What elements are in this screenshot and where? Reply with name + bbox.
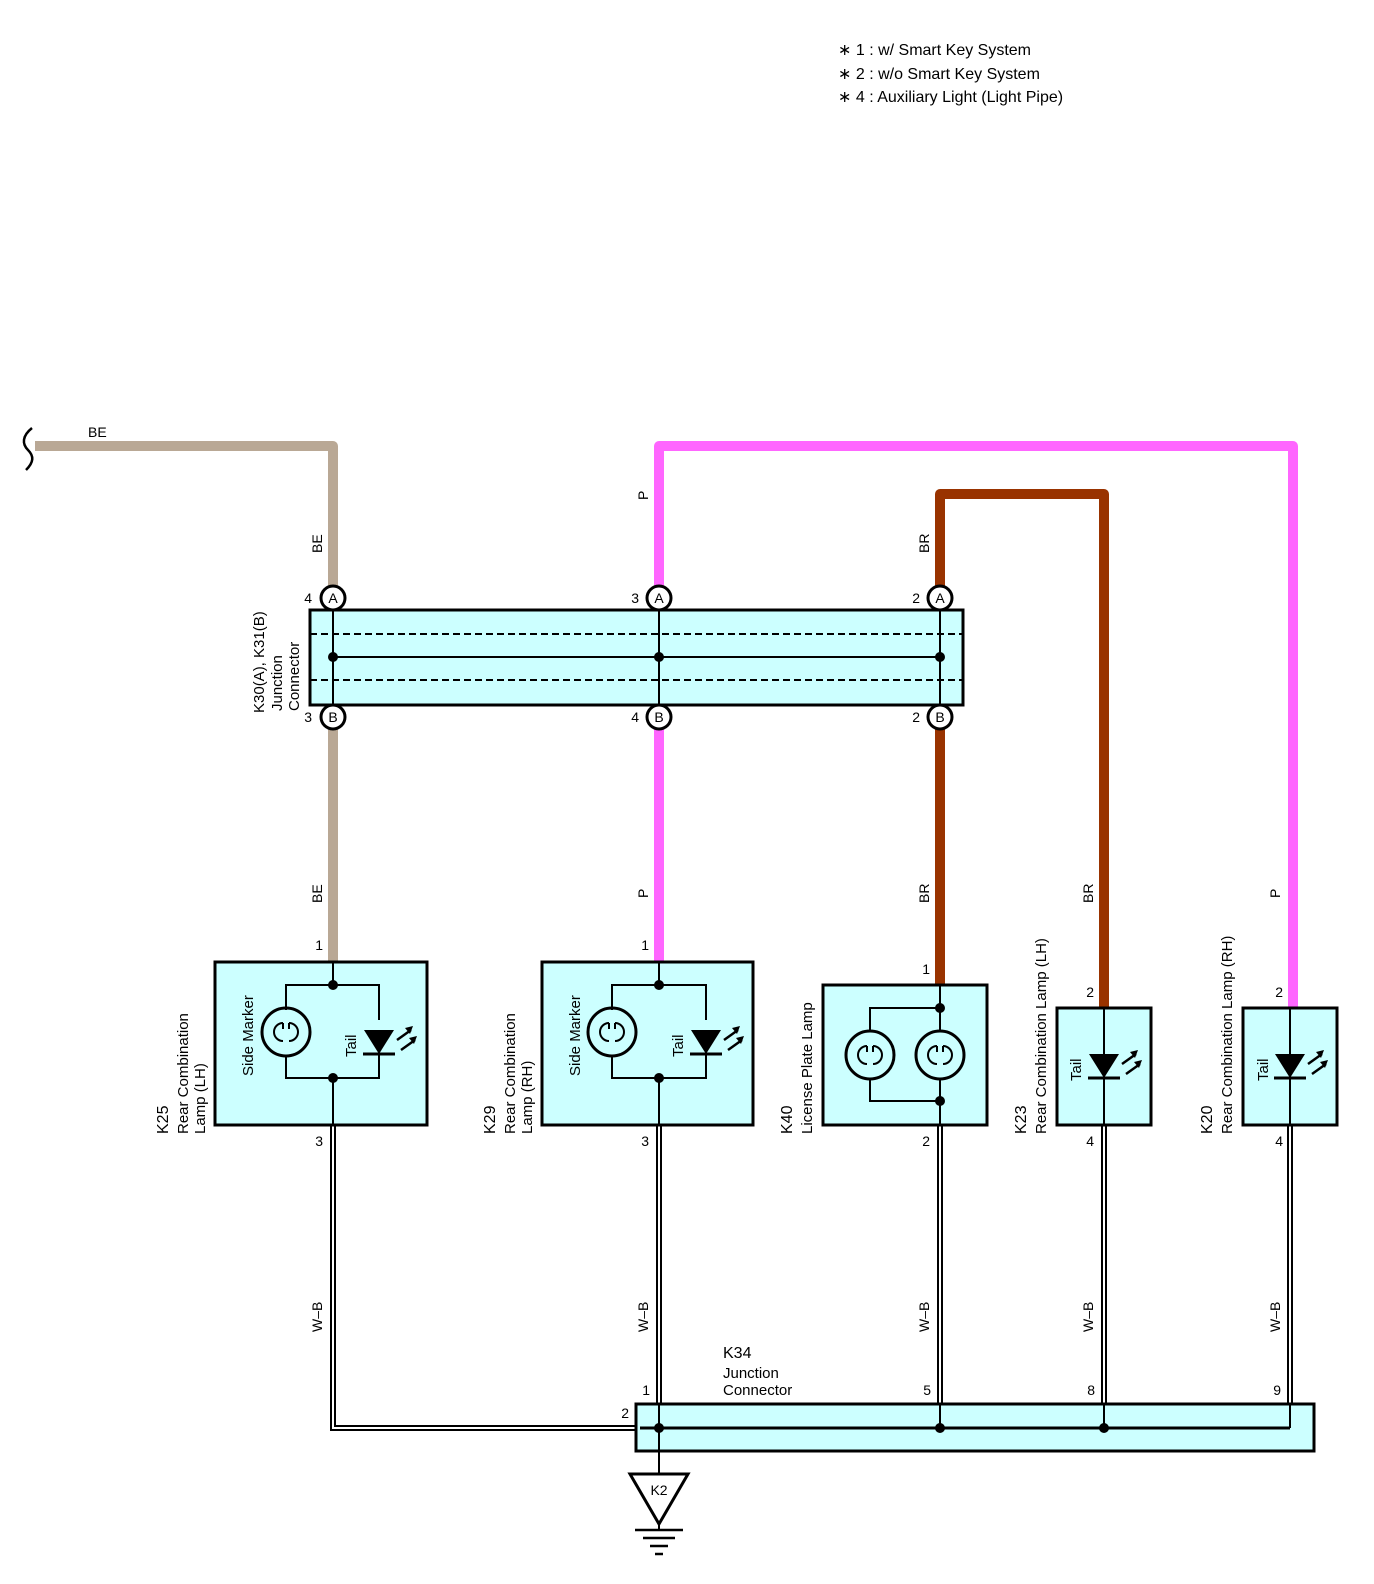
k34-pin-1: 1 <box>642 1382 650 1398</box>
wb-wires <box>330 1124 1293 1431</box>
k34-pin-2: 2 <box>621 1405 629 1421</box>
wire-label-be-lower: BE <box>309 884 325 903</box>
k31-pin-letter-1: B <box>328 709 337 725</box>
k31-pin-letter-2: B <box>654 709 663 725</box>
wire-label-wb-k29: W–B <box>635 1302 651 1332</box>
k31-pin-letter-3: B <box>935 709 944 725</box>
wire-wb-k25 <box>330 1124 640 1431</box>
notes: ∗ 1 : w/ Smart Key System ∗ 2 : w/o Smar… <box>838 42 1063 106</box>
k23-pin-top: 2 <box>1086 984 1094 1000</box>
k29-pin-top: 1 <box>641 937 649 953</box>
note-1: ∗ 1 : w/ Smart Key System <box>838 42 1031 59</box>
k29-tail-label: Tail <box>670 1034 687 1057</box>
k31-pin-num-3: 2 <box>912 709 920 725</box>
k23-name-line1: Rear Combination Lamp (LH) <box>1033 938 1050 1134</box>
k31-pin-num-2: 4 <box>631 709 639 725</box>
wire-label-wb-k25: W–B <box>309 1302 325 1332</box>
wire-label-br-right: BR <box>1080 884 1096 903</box>
k25-pin-bottom: 3 <box>315 1133 323 1149</box>
k30-pin-num-1: 4 <box>304 590 312 606</box>
k31-pin-num-1: 3 <box>304 709 312 725</box>
k30-code-label: K30(A), K31(B) <box>251 611 268 713</box>
wire-label-wb-k40: W–B <box>916 1302 932 1332</box>
note-2: ∗ 2 : w/o Smart Key System <box>838 66 1040 83</box>
wire-label-p-lower: P <box>635 889 651 898</box>
k34-code: K34 <box>723 1345 752 1362</box>
k29-side-marker-label: Side Marker <box>567 995 584 1076</box>
k29-rear-combination-lamp-rh: Side Marker Tail 1 3 K29 Rear Combinatio… <box>482 937 755 1149</box>
k34-pin-9: 9 <box>1273 1382 1281 1398</box>
wire-label-be-upper: BE <box>309 534 325 553</box>
k20-tail-label: Tail <box>1255 1058 1272 1081</box>
k29-code: K29 <box>482 1105 499 1134</box>
ground-code: K2 <box>650 1482 667 1498</box>
wire-be <box>35 441 338 962</box>
k40-license-plate-lamp: 1 2 K40 License Plate Lamp <box>779 961 989 1149</box>
k34-junction-connector: 2 1 5 8 9 K34 Junction Connector <box>621 1345 1316 1453</box>
k20-code: K20 <box>1199 1105 1216 1134</box>
k25-side-marker-label: Side Marker <box>240 995 257 1076</box>
k40-name-line1: License Plate Lamp <box>799 1002 816 1134</box>
wire-label-br-lower: BR <box>916 884 932 903</box>
k23-tail-label: Tail <box>1068 1058 1085 1081</box>
k29-name-line1: Rear Combination <box>502 1013 519 1134</box>
k40-code: K40 <box>779 1105 796 1134</box>
k23-pin-bottom: 4 <box>1086 1133 1094 1149</box>
k30-pin-num-3: 2 <box>912 590 920 606</box>
wire-break-symbol <box>22 427 34 471</box>
k29-name-line2: Lamp (RH) <box>519 1061 536 1134</box>
k25-code: K25 <box>155 1105 172 1134</box>
k30-pin-letter-2: A <box>654 590 664 606</box>
k30-name-line2: Connector <box>286 642 303 711</box>
k34-pin-8: 8 <box>1087 1382 1095 1398</box>
k29-pin-bottom: 3 <box>641 1133 649 1149</box>
k20-pin-top: 2 <box>1275 984 1283 1000</box>
wire-label-wb-k20: W–B <box>1267 1302 1283 1332</box>
k23-code: K23 <box>1013 1105 1030 1134</box>
wire-br <box>935 489 1109 1008</box>
wire-label-be-left: BE <box>88 424 107 440</box>
ground-k2: K2 <box>627 1451 691 1556</box>
wire-p <box>654 441 1298 1008</box>
wire-label-p-upper: P <box>635 491 651 500</box>
k25-pin-top: 1 <box>315 937 323 953</box>
k20-name-line1: Rear Combination Lamp (RH) <box>1219 936 1236 1134</box>
k30-name-line1: Junction <box>269 655 286 711</box>
k40-pin-bottom: 2 <box>922 1133 930 1149</box>
k30-pin-num-2: 3 <box>631 590 639 606</box>
k30-pin-letter-3: A <box>935 590 945 606</box>
k40-pin-top: 1 <box>922 961 930 977</box>
wire-label-wb-k23: W–B <box>1080 1302 1096 1332</box>
k30-pin-letter-1: A <box>328 590 338 606</box>
k25-rear-combination-lamp-lh: Side Marker Tail 1 3 K25 Rear Combinatio… <box>155 937 429 1149</box>
wire-labels: BE BE BE P P P BR BR BR W–B W–B W–B W–B … <box>88 424 1283 1332</box>
wire-label-p-right: P <box>1267 889 1283 898</box>
junction-connector-k30-k31: A A A 4 3 2 B B B 3 4 2 K30(A), K31(B) J… <box>251 584 965 731</box>
k20-rear-combination-lamp-rh: Tail 2 4 K20 Rear Combination Lamp (RH) <box>1199 936 1339 1149</box>
k34-name-line1: Junction <box>723 1365 779 1382</box>
k20-pin-bottom: 4 <box>1275 1133 1283 1149</box>
k23-rear-combination-lamp-lh: Tail 2 4 K23 Rear Combination Lamp (LH) <box>1013 938 1153 1149</box>
k25-name-line2: Lamp (LH) <box>192 1063 209 1134</box>
wire-label-br-upper: BR <box>916 534 932 553</box>
k34-name-line2: Connector <box>723 1382 792 1399</box>
note-4: ∗ 4 : Auxiliary Light (Light Pipe) <box>838 89 1063 106</box>
k25-name-line1: Rear Combination <box>175 1013 192 1134</box>
k34-pin-5: 5 <box>923 1382 931 1398</box>
k25-tail-label: Tail <box>343 1034 360 1057</box>
